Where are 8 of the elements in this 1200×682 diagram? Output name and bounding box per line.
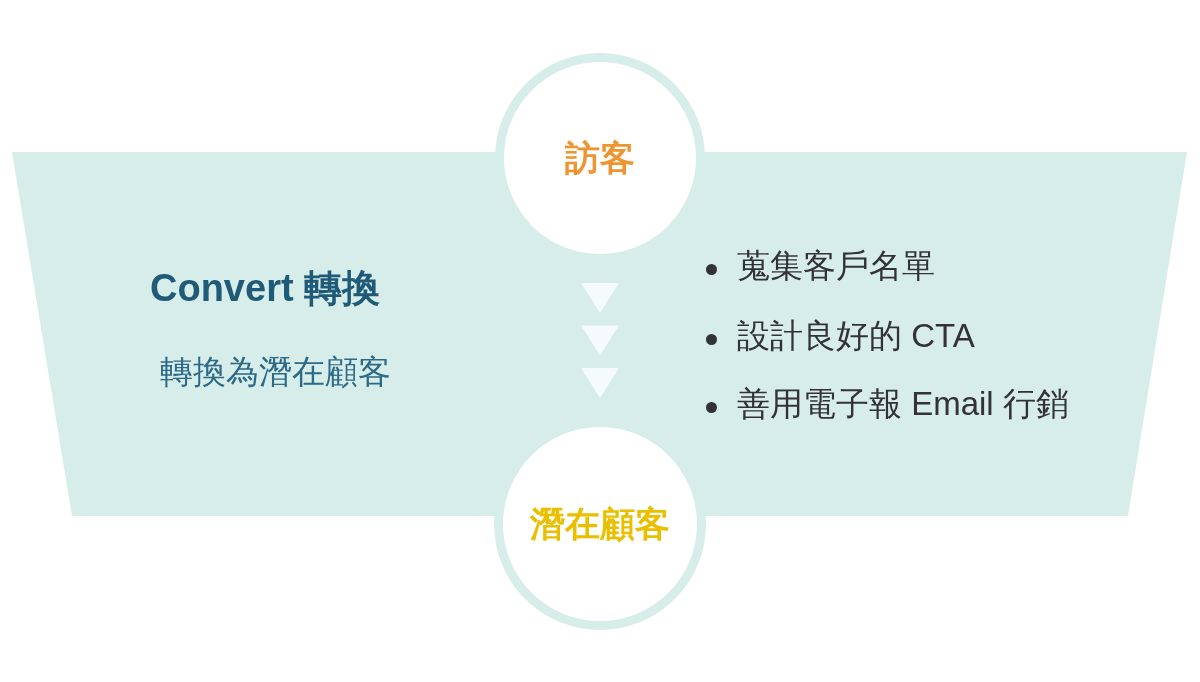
heading: Convert 轉換	[150, 266, 381, 312]
bullet-text: 善用電子報 Email 行銷	[737, 384, 1069, 424]
description-text: 轉換為潛在顧客	[160, 352, 391, 392]
bullet-text: 蒐集客戶名單	[737, 246, 935, 286]
bullet-text: 設計良好的 CTA	[737, 316, 975, 356]
chevron-arrow	[581, 283, 619, 398]
stage-label: 潛在顧客	[530, 503, 670, 545]
stage-label: 訪客	[565, 137, 635, 179]
